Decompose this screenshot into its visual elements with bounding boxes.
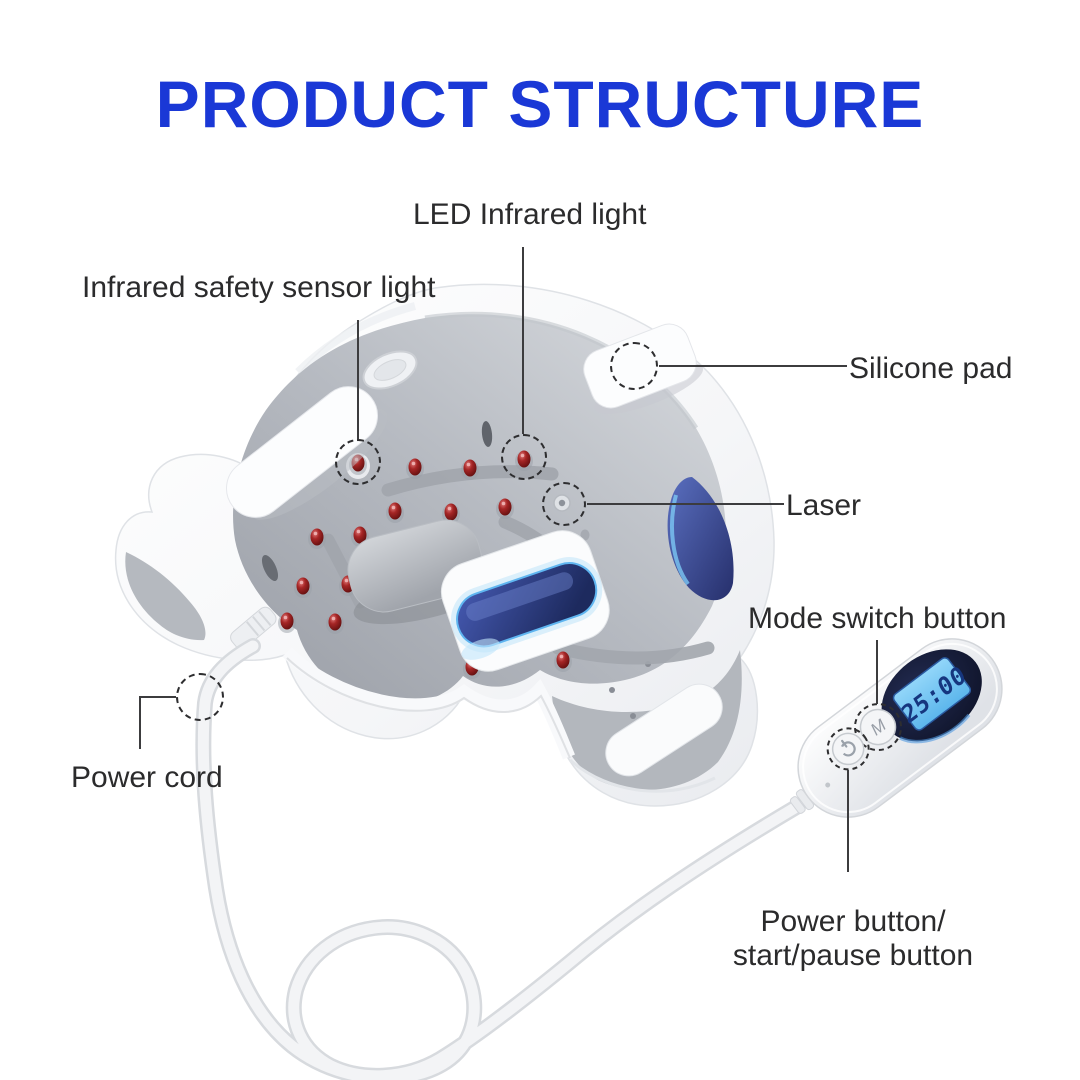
leader-silicone <box>659 365 847 367</box>
marker-sensor <box>335 439 381 485</box>
label-power-button-line2: start/pause button <box>732 938 974 972</box>
leader-laser <box>587 503 784 505</box>
label-laser: Laser <box>786 489 862 522</box>
rim-oval-slot <box>362 350 418 390</box>
label-led-infrared: LED Infrared light <box>413 198 647 231</box>
marker-laser <box>542 482 586 526</box>
left-flap-pocket <box>125 552 206 641</box>
leader-power-cord-h <box>139 696 176 698</box>
laser-window <box>440 530 610 672</box>
leader-power-cord-v <box>139 696 141 749</box>
marker-power-cord <box>176 673 224 721</box>
label-power-cord: Power cord <box>71 761 223 794</box>
remote-control: 25:00 M <box>789 638 1003 818</box>
silicone-pad-bottom <box>605 683 723 777</box>
leader-led <box>522 247 524 434</box>
label-mode-switch: Mode switch button <box>748 602 1007 635</box>
label-infrared-sensor: Infrared safety sensor light <box>82 271 436 304</box>
label-silicone-pad: Silicone pad <box>849 352 1013 385</box>
vent-slots <box>261 421 493 581</box>
label-power-button: Power button/ start/pause button <box>703 905 1003 972</box>
leader-sensor <box>357 320 359 439</box>
leader-mode <box>876 640 878 704</box>
label-power-button-line1: Power button/ <box>760 905 946 938</box>
power-icon <box>840 739 856 757</box>
marker-silicone <box>610 342 658 390</box>
lcd-display: 25:00 <box>881 649 982 744</box>
cord-strain-relief <box>230 606 277 650</box>
power-cord <box>195 638 806 1080</box>
silicone-pad-left <box>226 386 388 520</box>
marker-led <box>501 434 547 480</box>
leader-power-button <box>847 770 849 872</box>
page-title: PRODUCT STRUCTURE <box>155 67 925 142</box>
power-button <box>826 727 870 771</box>
